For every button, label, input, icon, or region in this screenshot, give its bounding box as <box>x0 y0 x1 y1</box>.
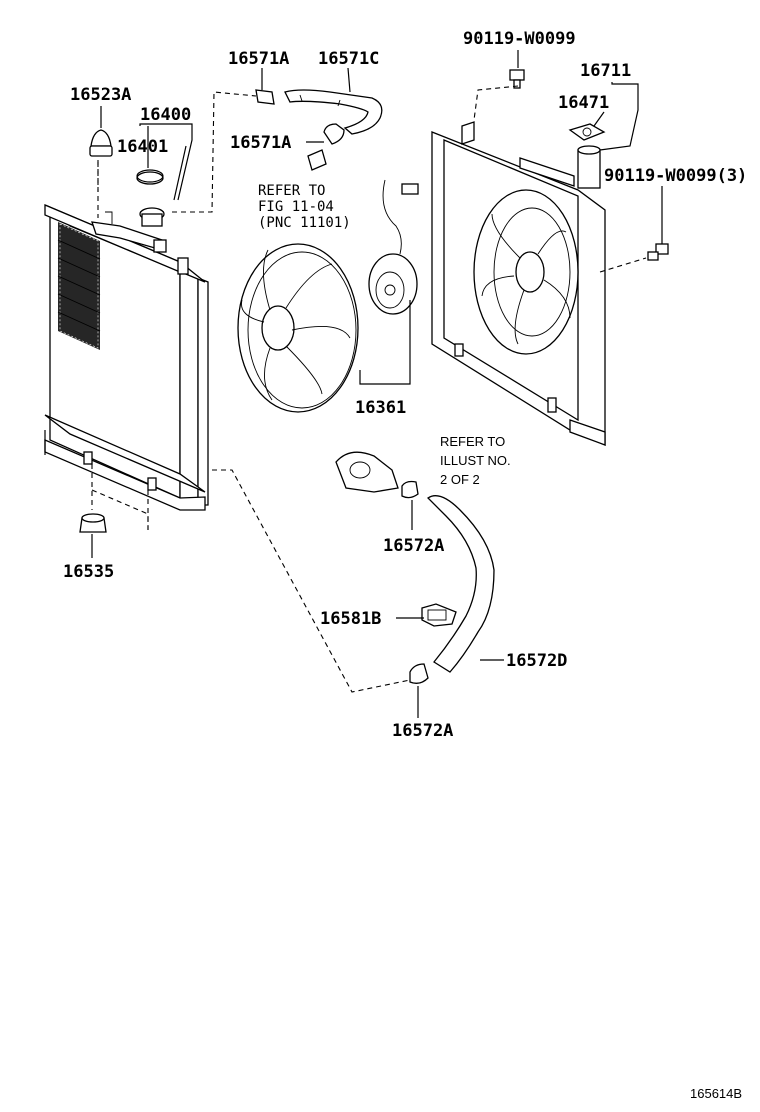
hose-clamp-16571A-upper <box>255 89 275 105</box>
note-refer-illust-1: REFER TO <box>440 434 505 449</box>
reference-dashed-lines <box>91 85 647 693</box>
hose-clamp-16572A-lower <box>409 663 429 684</box>
note-refer-fig-3: (PNC 11101) <box>258 215 351 231</box>
label-16571A-mid: 16571A <box>230 133 291 153</box>
label-16400: 16400 <box>140 105 191 125</box>
hose-clamp-16571A-mid <box>323 123 345 145</box>
hose-fitting <box>307 149 327 171</box>
cap-16471 <box>568 123 606 141</box>
fan-shroud-16711 <box>431 121 606 446</box>
upper-hose-16571C <box>284 89 383 135</box>
rubber-cushion-16535 <box>79 513 107 533</box>
note-refer-illust-3: 2 OF 2 <box>440 472 480 487</box>
cooling-fan-16361 <box>237 243 359 413</box>
radiator-cap <box>136 169 164 185</box>
label-16571C: 16571C <box>318 49 379 69</box>
water-outlet <box>335 451 399 493</box>
lower-hose-16572D <box>426 495 495 673</box>
clamp-16581B <box>421 603 457 627</box>
label-16572A-upper: 16572A <box>383 536 444 556</box>
note-refer-illust-2: ILLUST NO. <box>440 453 511 468</box>
label-90119-side: 90119-W0099(3) <box>604 166 747 186</box>
radiator-assembly <box>44 204 209 511</box>
fan-motor <box>368 179 419 315</box>
label-16572A-lower: 16572A <box>392 721 453 741</box>
label-16471: 16471 <box>558 93 609 113</box>
hose-clamp-16572A-upper <box>401 480 419 499</box>
bolt-90119-top <box>509 69 525 89</box>
label-16523A: 16523A <box>70 85 131 105</box>
bolt-90119-side <box>647 243 669 261</box>
figure-id: 165614B <box>690 1086 742 1101</box>
label-16711: 16711 <box>580 61 631 81</box>
label-16401: 16401 <box>117 137 168 157</box>
label-16581B: 16581B <box>320 609 381 629</box>
drain-plug-16523A <box>89 129 113 157</box>
label-16361: 16361 <box>355 398 406 418</box>
label-16572D: 16572D <box>506 651 567 671</box>
label-16571A-top: 16571A <box>228 49 289 69</box>
label-90119-top: 90119-W0099 <box>463 29 576 49</box>
label-16535: 16535 <box>63 562 114 582</box>
note-refer-fig-2: FIG 11-04 <box>258 199 334 215</box>
leader-lines <box>91 50 663 718</box>
note-refer-fig-1: REFER TO <box>258 183 325 199</box>
radiator-core-fins <box>57 222 101 350</box>
